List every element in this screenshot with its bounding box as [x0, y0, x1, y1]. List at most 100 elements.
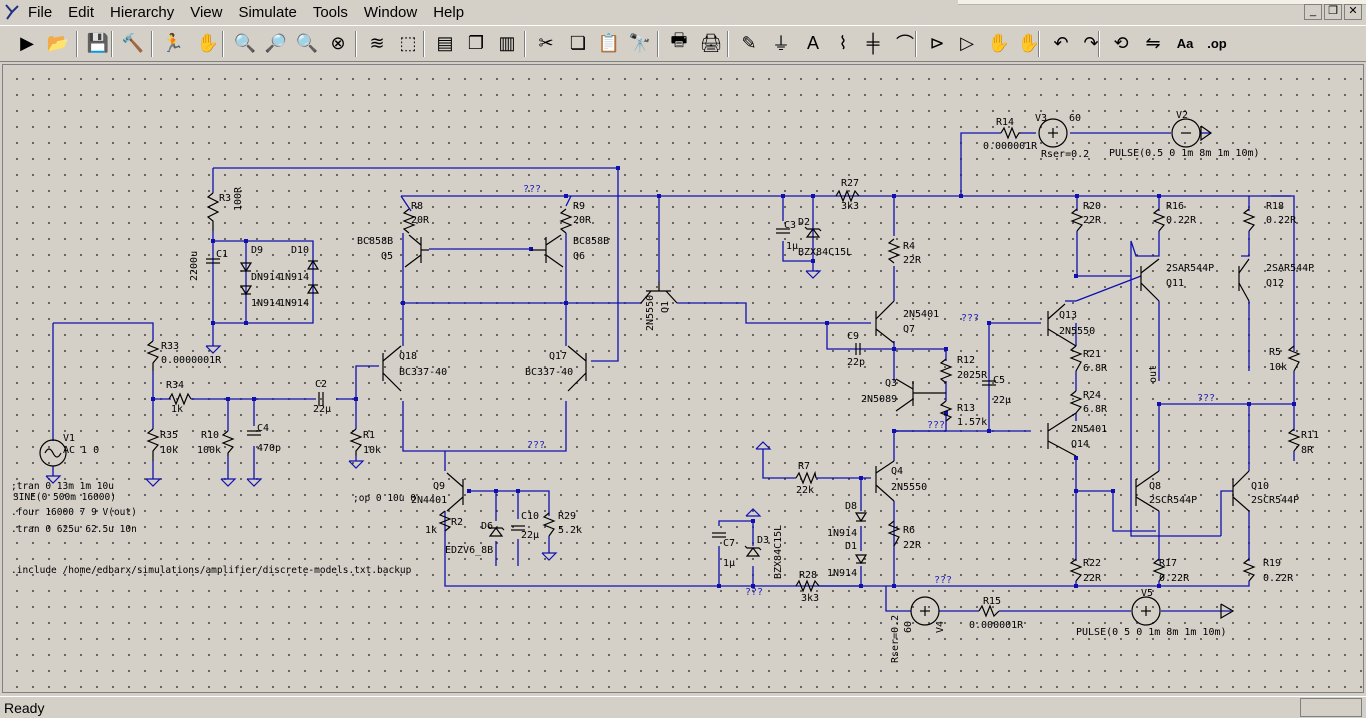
minimize-button[interactable]: _: [1304, 4, 1322, 20]
tile-vertical-icon[interactable]: ▥: [498, 32, 516, 53]
resistor-r1[interactable]: [349, 428, 363, 456]
diode-icon[interactable]: ⊳: [929, 32, 945, 53]
drag-icon[interactable]: ✋: [1017, 32, 1041, 53]
print-setup-icon[interactable]: 🖶: [670, 30, 688, 50]
components[interactable]: [39, 118, 1301, 626]
copy-icon[interactable]: ❏: [569, 32, 587, 53]
menu-window[interactable]: Window: [363, 4, 418, 21]
zener-d6[interactable]: [487, 525, 505, 537]
grounds[interactable]: [45, 270, 822, 561]
transistor-q7[interactable]: [875, 300, 895, 344]
transistor-q1[interactable]: [640, 281, 678, 304]
schematic-canvas[interactable]: R14 0.000001R V3 60 Rser=0.2 V2 PULSE(0.…: [2, 64, 1364, 693]
zener-d2[interactable]: [804, 226, 822, 238]
transistor-q11[interactable]: [1140, 258, 1160, 302]
junctions[interactable]: [151, 166, 1296, 588]
move-icon[interactable]: ✋: [987, 32, 1011, 53]
resistor-r10[interactable]: [221, 430, 235, 456]
resistor-r11[interactable]: [1287, 428, 1301, 452]
label-net-icon[interactable]: A: [806, 32, 819, 53]
menu-help[interactable]: Help: [433, 4, 465, 21]
transistor-q14[interactable]: [1047, 412, 1077, 457]
resistor-r29[interactable]: [542, 512, 556, 537]
cut-icon[interactable]: ✂: [538, 32, 554, 53]
find-icon[interactable]: 🔭: [628, 32, 652, 53]
resistor-r21[interactable]: [1069, 345, 1083, 372]
resistor-r33[interactable]: [146, 340, 160, 371]
voltage-source-v4[interactable]: [910, 596, 940, 626]
open-icon[interactable]: 📂: [46, 32, 70, 53]
directive-tran2[interactable]: .tran 0 625u 62.5u 10n: [11, 524, 137, 535]
directive-sine[interactable]: SINE(0 500m 16000): [13, 492, 116, 503]
resistor-r22[interactable]: [1069, 558, 1083, 582]
resistor-r28[interactable]: [795, 579, 820, 593]
directive-include[interactable]: .include /home/edbarx/simulations/amplif…: [11, 565, 412, 576]
spice-directive-icon[interactable]: .op: [1207, 35, 1227, 51]
menu-simulate[interactable]: Simulate: [238, 4, 297, 21]
directive-tran[interactable]: ;tran 0 13m 1m 10u: [11, 481, 114, 492]
capacitor-c2[interactable]: [318, 392, 324, 406]
directive-op[interactable]: ;op 0 10u 0: [353, 493, 416, 504]
resistor-r14[interactable]: [1000, 126, 1021, 140]
close-button[interactable]: ✕: [1344, 4, 1362, 20]
diode-d1[interactable]: [854, 554, 868, 565]
capacitor-c9[interactable]: [855, 343, 861, 355]
resistor-r3[interactable]: [206, 192, 220, 231]
resistor-r7[interactable]: [795, 470, 817, 485]
capacitor-c5[interactable]: [982, 380, 996, 386]
tile-horizontal-icon[interactable]: ▤: [436, 32, 454, 53]
resistor-r15[interactable]: [978, 604, 1000, 618]
capacitor-c1[interactable]: [206, 258, 220, 264]
pan-icon[interactable]: 🔎: [264, 32, 288, 53]
restore-button[interactable]: ❐: [1324, 4, 1342, 20]
resistor-r2[interactable]: [438, 510, 452, 532]
paste-icon[interactable]: 📋: [597, 32, 621, 53]
wires[interactable]: [52, 132, 1295, 612]
capacitor-c7[interactable]: [712, 532, 726, 538]
diode-d9[interactable]: [239, 262, 253, 273]
draw-wire-icon[interactable]: ✎: [741, 32, 757, 53]
resistor-r27[interactable]: [835, 189, 860, 203]
transistor-q17[interactable]: [567, 345, 587, 392]
resistor-r20[interactable]: [1070, 208, 1084, 232]
capacitor-c3[interactable]: [776, 228, 790, 234]
diode-d4[interactable]: [239, 285, 253, 296]
zoom-out-icon[interactable]: 🔍: [295, 32, 319, 53]
resistor-r6[interactable]: [887, 520, 901, 547]
rotate-icon[interactable]: ⟲: [1113, 32, 1129, 53]
control-panel-icon[interactable]: 🔨: [121, 32, 145, 53]
run-sim-icon[interactable]: 🏃: [161, 32, 185, 53]
menu-file[interactable]: File: [28, 4, 53, 21]
transistor-q5[interactable]: [404, 234, 429, 268]
labels[interactable]: R14 0.000001R V3 60 Rser=0.2 V2 PULSE(0.…: [11, 110, 1319, 663]
voltage-source-v1[interactable]: [39, 439, 67, 467]
transistor-q10[interactable]: [1232, 470, 1250, 512]
menu-view[interactable]: View: [190, 4, 223, 21]
resistor-r12[interactable]: [939, 358, 953, 384]
resistor-r8[interactable]: [402, 208, 416, 234]
voltage-source-v3[interactable]: [1038, 118, 1068, 148]
directive-four[interactable]: .four 16000 7 9 V(out): [11, 507, 137, 518]
transistor-q12[interactable]: [1238, 258, 1250, 302]
autorange-icon[interactable]: ⬚: [399, 32, 417, 53]
transistor-q8[interactable]: [1135, 470, 1160, 512]
resistor-r18[interactable]: [1242, 208, 1256, 232]
print-icon[interactable]: 🖨: [699, 32, 723, 53]
zoom-fit-icon[interactable]: ⊗: [330, 32, 346, 53]
resistor-r34[interactable]: [168, 392, 192, 406]
transistor-q9[interactable]: [446, 472, 464, 512]
menu-hierarchy[interactable]: Hierarchy: [110, 4, 175, 21]
resistor-icon[interactable]: ⌇: [838, 32, 848, 53]
resistor-r16[interactable]: [1152, 208, 1166, 232]
waveform-icon[interactable]: ≋: [369, 32, 385, 53]
zener-d3[interactable]: [744, 545, 762, 557]
transistor-q6[interactable]: [531, 234, 564, 268]
resistor-r13[interactable]: [939, 400, 953, 422]
resistor-r19[interactable]: [1242, 558, 1256, 582]
halt-icon[interactable]: ✋: [196, 32, 220, 53]
ground-icon[interactable]: ⏚: [772, 34, 790, 54]
resistor-r5[interactable]: [1287, 345, 1301, 372]
resistor-r4[interactable]: [887, 238, 901, 264]
save-icon[interactable]: 💾: [86, 32, 110, 53]
text-icon[interactable]: Aa: [1176, 35, 1194, 51]
